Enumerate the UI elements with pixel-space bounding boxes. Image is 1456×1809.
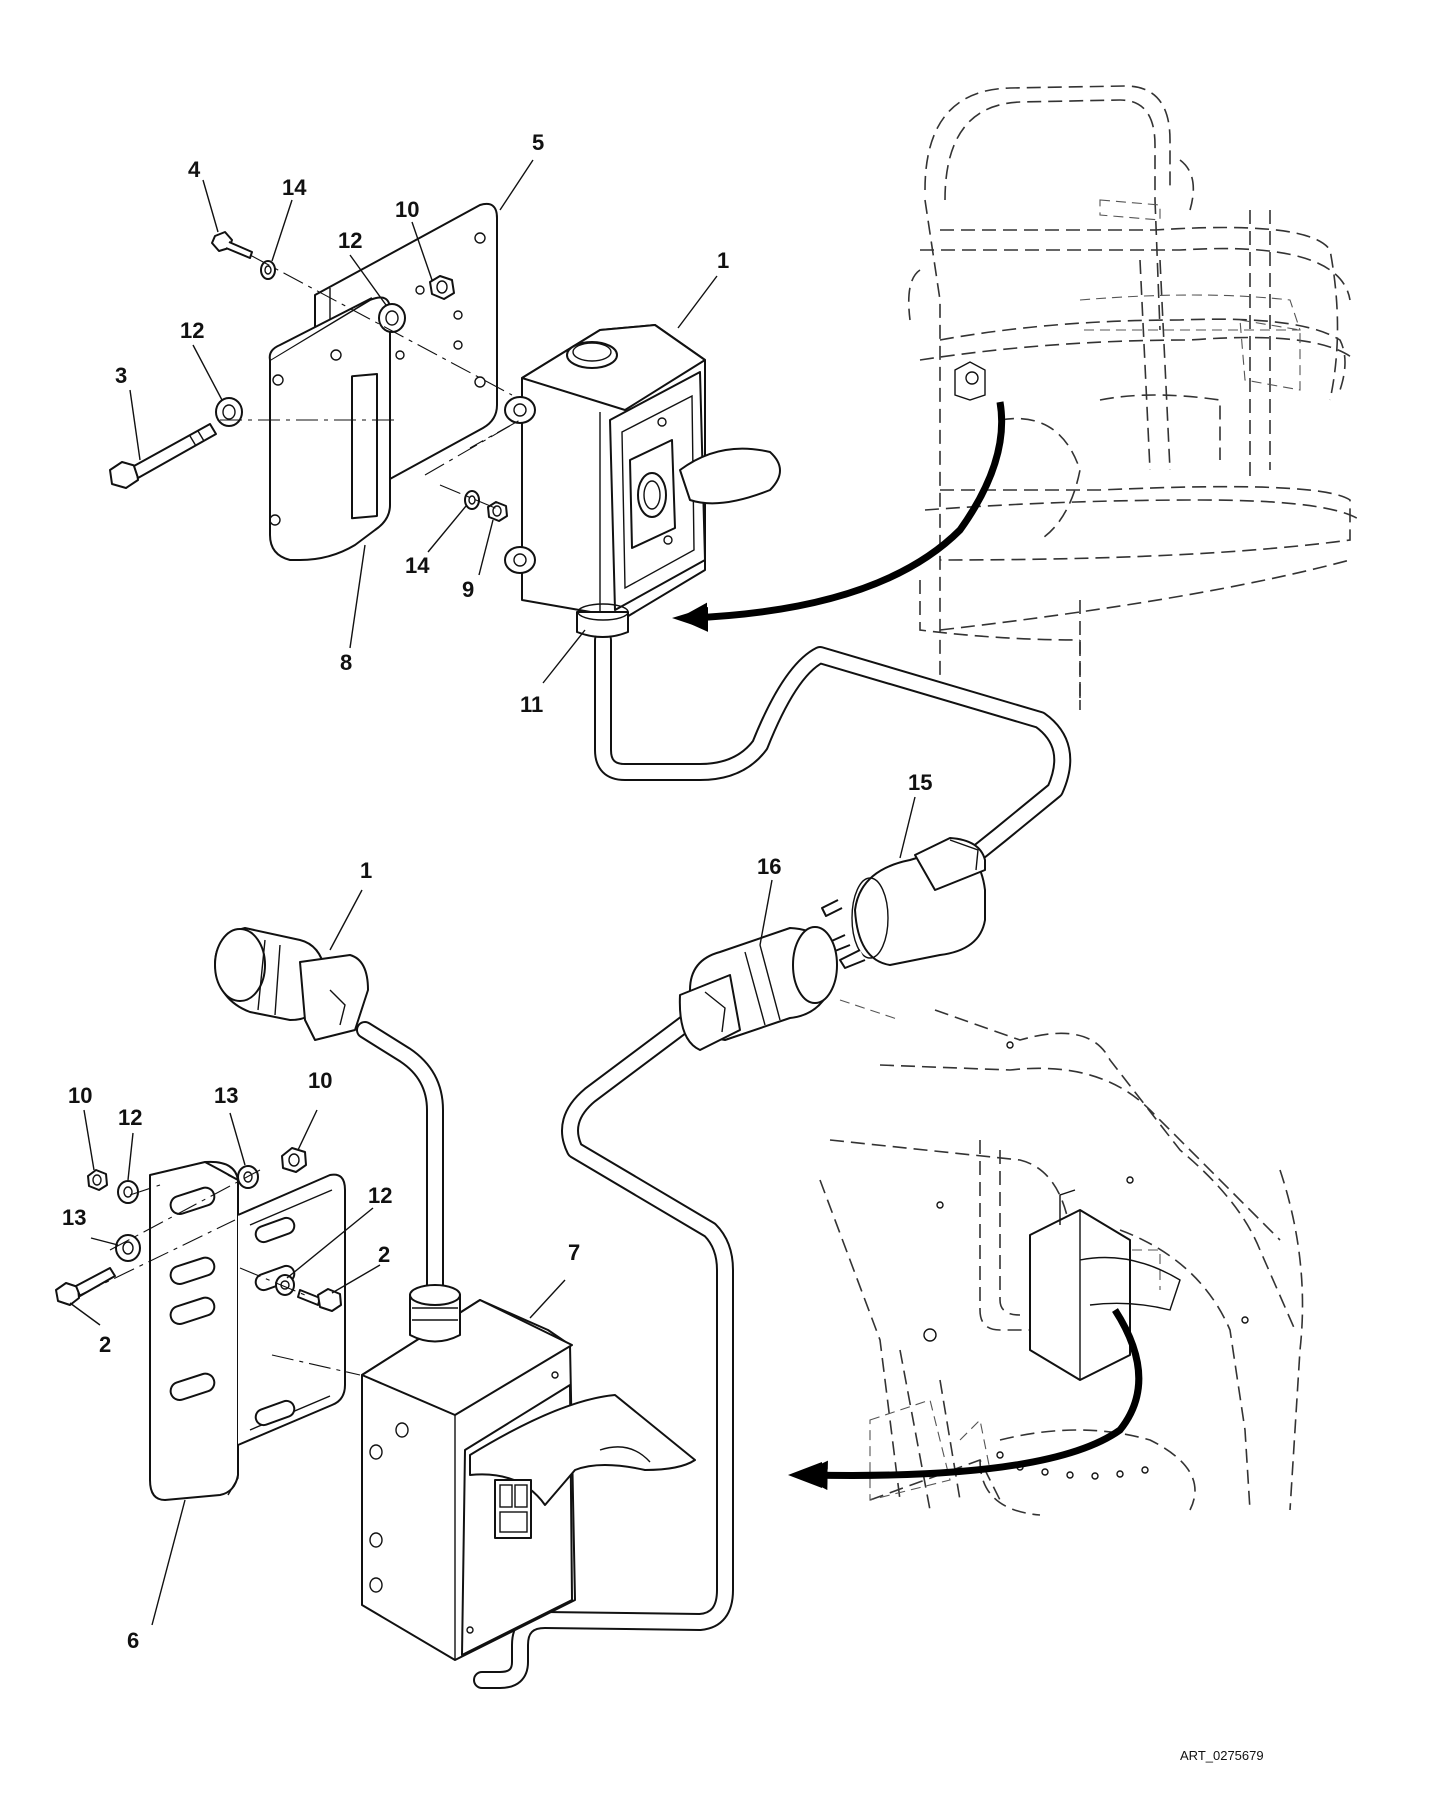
callout-14-upper: 14 — [282, 175, 307, 200]
cable-gland-lower — [409, 1284, 461, 1343]
cable-gland-11 — [576, 603, 629, 638]
callout-2-right: 2 — [378, 1242, 390, 1267]
nut-10-upper — [429, 275, 455, 300]
callout-14-lower: 14 — [405, 553, 430, 578]
callout-8: 8 — [340, 650, 352, 675]
callout-13-lower-left: 13 — [62, 1205, 86, 1230]
callout-10-lower-right: 10 — [308, 1068, 332, 1093]
bolt-4 — [211, 231, 253, 259]
art-id: ART_0275679 — [1180, 1748, 1264, 1763]
callout-2-left: 2 — [99, 1332, 111, 1357]
callout-9: 9 — [462, 577, 474, 602]
washer-12-lower-right — [275, 1274, 295, 1296]
washer-14-upper — [260, 260, 276, 280]
plug-15 — [821, 837, 986, 969]
callout-12-lower-right: 12 — [368, 1183, 392, 1208]
callout-13-lower-upper: 13 — [214, 1083, 238, 1108]
callout-16: 16 — [757, 854, 781, 879]
callout-7: 7 — [568, 1240, 580, 1265]
callout-15: 15 — [908, 770, 932, 795]
cable-box-to-connector — [356, 1021, 444, 1304]
platform-phantom — [907, 85, 1361, 710]
nut-10-lower-left — [87, 1169, 108, 1191]
bolt-2-right — [297, 1288, 342, 1312]
bolt-2-left — [55, 1267, 116, 1306]
leader-lines — [69, 159, 916, 1626]
cable-lower — [473, 1011, 734, 1689]
callout-10-lower-left: 10 — [68, 1083, 92, 1108]
callout-5: 5 — [532, 130, 544, 155]
connector-1-lower — [214, 927, 369, 1041]
connector-16 — [678, 926, 838, 1051]
callout-12-lower-left: 12 — [118, 1105, 142, 1130]
cable-upper — [594, 631, 1072, 864]
washer-13-lower-left — [115, 1234, 141, 1262]
location-arrow-bottom — [788, 1308, 1143, 1491]
callout-3: 3 — [115, 363, 127, 388]
angle-bracket — [237, 1173, 346, 1446]
nut-10-lower-right — [281, 1147, 307, 1173]
callout-6: 6 — [127, 1628, 139, 1653]
mounting-plate-6 — [149, 1160, 239, 1501]
callout-10-upper: 10 — [395, 197, 419, 222]
receptacle-box-7 — [361, 1299, 696, 1661]
washer-12-lower — [215, 397, 243, 427]
washer-12-upper — [378, 303, 406, 333]
nut-9 — [487, 501, 508, 522]
callout-12-upper: 12 — [338, 228, 362, 253]
callout-1-upper: 1 — [717, 248, 729, 273]
receptacle-box-1 — [504, 324, 781, 619]
callout-4: 4 — [188, 157, 201, 182]
curved-arrow-left-icon — [788, 1462, 822, 1488]
washer-12-lower-left — [117, 1180, 139, 1204]
location-arrow-top — [672, 401, 1006, 632]
bottom-centerlines — [79, 1169, 361, 1376]
callout-labels: 4 14 5 10 12 12 3 1 14 9 8 11 15 16 1 10… — [62, 130, 1264, 1763]
bolt-3 — [109, 423, 217, 489]
cover-bracket-8 — [268, 296, 391, 561]
curved-arrow-left-icon — [672, 607, 708, 630]
callout-12-left: 12 — [180, 318, 204, 343]
callout-1-lower: 1 — [360, 858, 372, 883]
callout-11: 11 — [520, 692, 543, 717]
machine-frame-phantom — [819, 999, 1304, 1516]
top-centerlines — [220, 254, 521, 511]
